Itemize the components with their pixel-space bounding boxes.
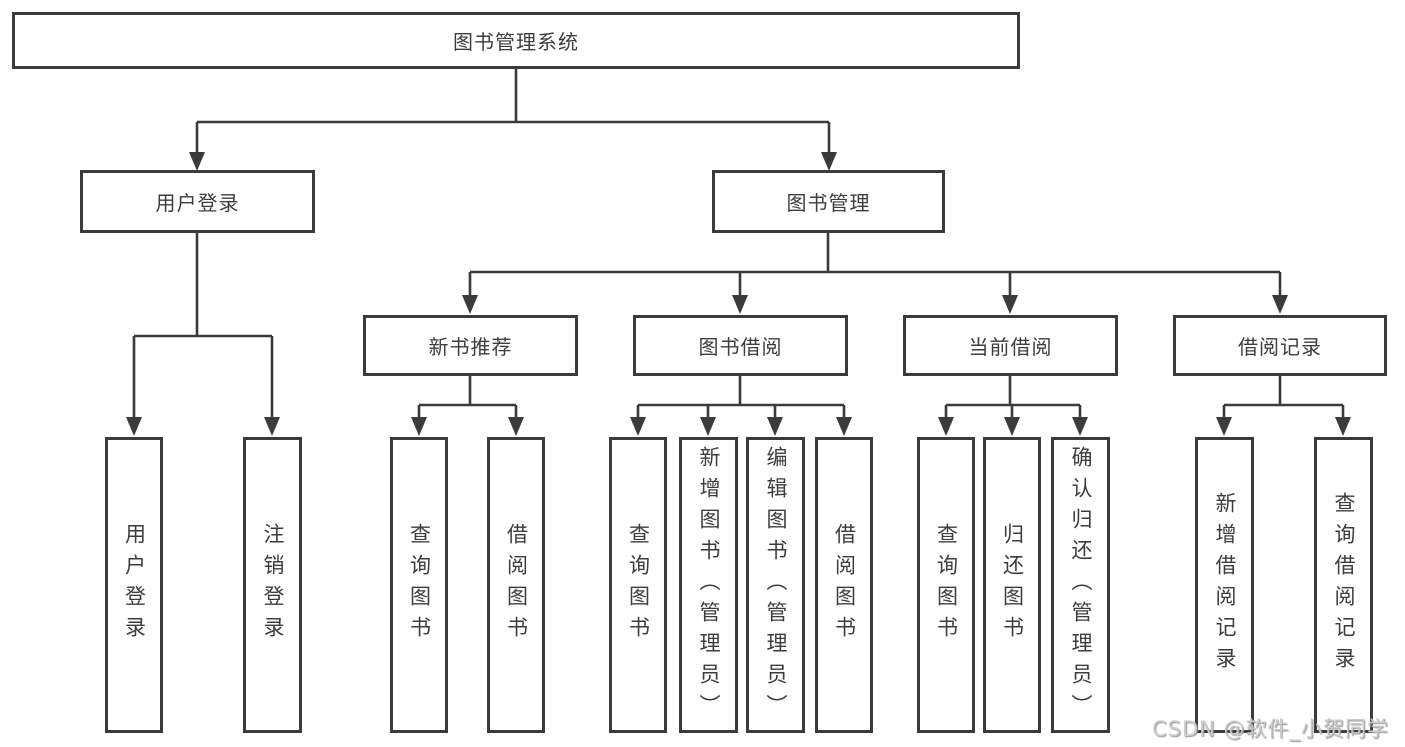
node-root: 图书管理系统 xyxy=(12,12,1020,69)
node-new-book-recommend-label: 新书推荐 xyxy=(428,335,513,359)
leaf-logout-label: 注销登录 xyxy=(261,523,285,647)
node-root-label: 图书管理系统 xyxy=(453,30,579,54)
node-book-borrowing-label: 图书借阅 xyxy=(698,335,783,359)
node-current-borrowing: 当前借阅 xyxy=(903,315,1118,376)
leaf-return-books-label: 归还图书 xyxy=(1000,523,1025,647)
leaf-query-books-borrow: 查询图书 xyxy=(609,437,667,733)
node-user-login: 用户登录 xyxy=(80,170,315,233)
leaf-borrow-books-recommend-label: 借阅图书 xyxy=(504,523,529,647)
leaf-edit-books-admin: 编辑图书（管理员） xyxy=(746,437,805,733)
node-current-borrowing-label: 当前借阅 xyxy=(968,335,1053,359)
leaf-query-books-recommend: 查询图书 xyxy=(390,437,448,733)
leaf-query-borrow-record: 查询借阅记录 xyxy=(1314,437,1373,733)
leaf-add-borrow-record-label: 新增借阅记录 xyxy=(1213,492,1237,678)
node-borrow-records-label: 借阅记录 xyxy=(1238,335,1322,359)
leaf-query-books-recommend-label: 查询图书 xyxy=(407,523,432,647)
leaf-query-books-current: 查询图书 xyxy=(917,437,975,733)
node-new-book-recommend: 新书推荐 xyxy=(363,315,578,376)
leaf-query-books-borrow-label: 查询图书 xyxy=(626,523,651,647)
leaf-add-books-admin: 新增图书（管理员） xyxy=(679,437,738,733)
leaf-edit-books-admin-label: 编辑图书（管理员） xyxy=(764,445,788,725)
leaf-borrow-books-recommend: 借阅图书 xyxy=(487,437,545,733)
leaf-borrow-books-label: 借阅图书 xyxy=(832,523,857,647)
leaf-add-books-admin-label: 新增图书（管理员） xyxy=(697,445,721,725)
leaf-query-books-current-label: 查询图书 xyxy=(934,523,959,647)
leaf-logout: 注销登录 xyxy=(243,437,302,733)
leaf-query-borrow-record-label: 查询借阅记录 xyxy=(1332,492,1356,678)
leaf-return-books: 归还图书 xyxy=(983,437,1041,733)
leaf-user-login: 用户登录 xyxy=(105,437,163,733)
node-borrow-records: 借阅记录 xyxy=(1173,315,1387,376)
node-book-borrowing: 图书借阅 xyxy=(633,315,848,376)
leaf-user-login-label: 用户登录 xyxy=(122,523,147,647)
node-user-login-label: 用户登录 xyxy=(155,191,240,215)
leaf-confirm-return-admin: 确认归还（管理员） xyxy=(1051,437,1110,733)
node-book-management: 图书管理 xyxy=(712,170,945,233)
watermark: CSDN @软件_小贺同学 xyxy=(1152,717,1390,741)
leaf-borrow-books: 借阅图书 xyxy=(815,437,873,733)
node-book-management-label: 图书管理 xyxy=(786,191,871,215)
leaf-confirm-return-admin-label: 确认归还（管理员） xyxy=(1069,445,1093,725)
leaf-add-borrow-record: 新增借阅记录 xyxy=(1195,437,1254,733)
